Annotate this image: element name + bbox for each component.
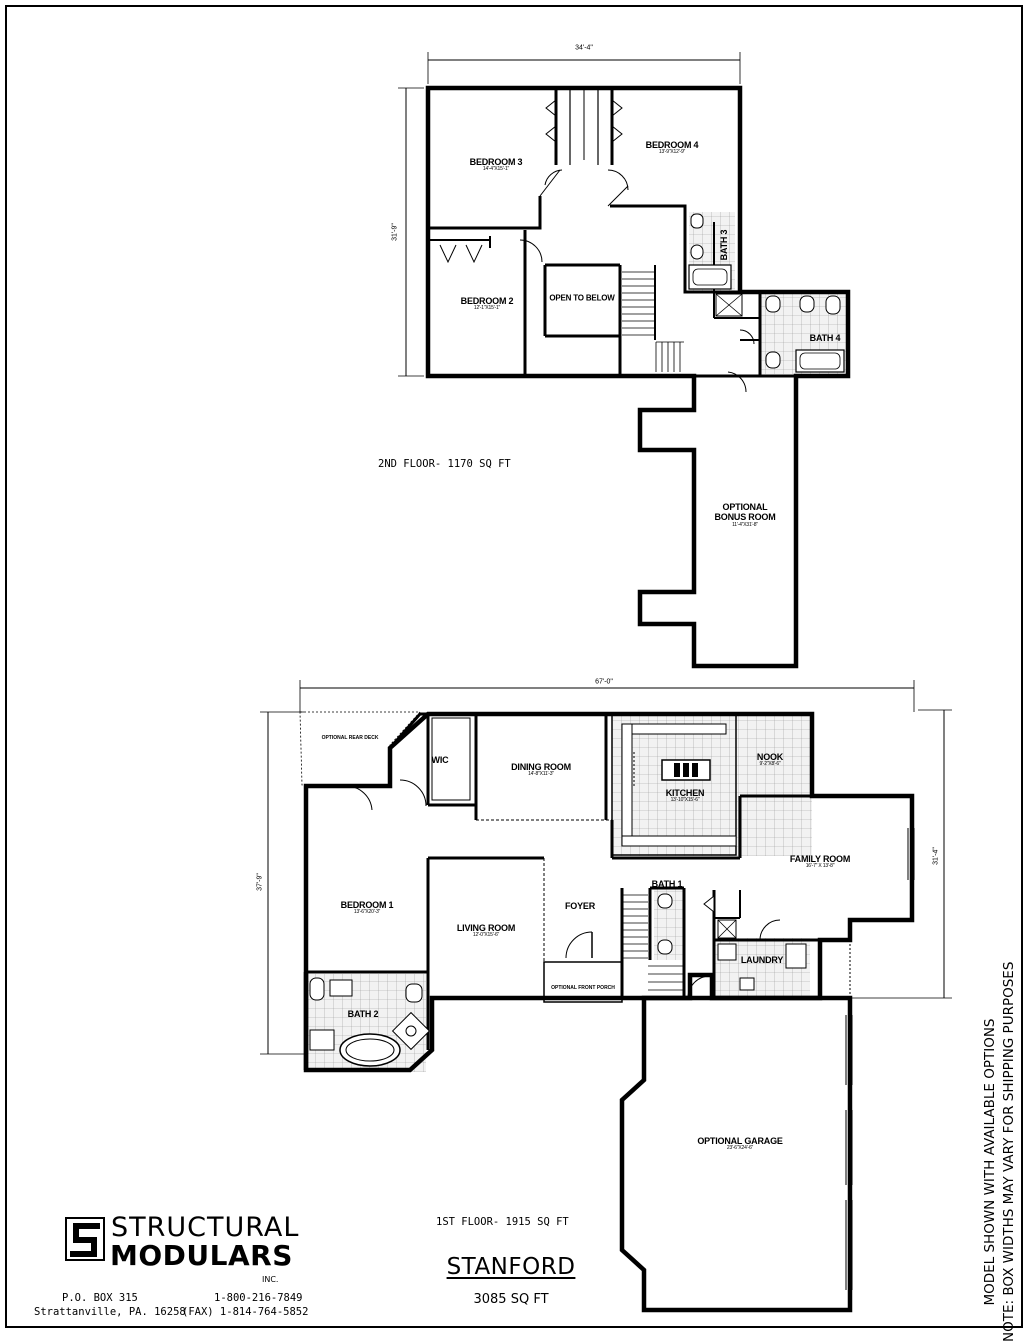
floor1-depth-left-dim: 37'-9" (256, 873, 264, 891)
note-line-1: MODEL SHOWN WITH AVAILABLE OPTIONS (982, 1018, 998, 1306)
shipping-note: MODEL SHOWN WITH AVAILABLE OPTIONS NOTE:… (981, 961, 1019, 1342)
room-optional-front-porch: OPTIONAL FRONT PORCH (551, 985, 615, 991)
company-address-2: Strattanville, PA. 16258 (34, 1306, 186, 1318)
model-name: STANFORD (446, 1254, 576, 1280)
company-address-1: P.O. BOX 315 (62, 1292, 138, 1304)
floor2-depth-dim: 31'-9" (391, 223, 399, 241)
company-name-line-1: STRUCTURAL (111, 1212, 300, 1243)
room-bath-4: BATH 4 (809, 332, 841, 343)
room-bath-1: BATH 1 (651, 878, 683, 889)
room-laundry: LAUNDRY (740, 954, 784, 965)
room-bath-3: BATH 3 (718, 229, 729, 261)
floor2-area-label: 2ND FLOOR- 1170 SQ FT (378, 458, 511, 470)
second-floor-plan (398, 52, 851, 669)
note-line-2: NOTE: BOX WIDTHS MAY VARY FOR SHIPPING P… (1001, 961, 1017, 1342)
room-optional-rear-deck: OPTIONAL REAR DECK (321, 735, 379, 741)
floor1-depth-right-dim: 31'-4" (932, 847, 940, 865)
company-logo-mark (65, 1217, 105, 1261)
company-fax: (FAX) 1-814-764-5852 (182, 1306, 309, 1318)
first-floor-plan (260, 680, 952, 1313)
company-name-line-2: MODULARS (110, 1239, 293, 1272)
room-foyer: FOYER (564, 900, 596, 911)
floor2-width-dim: 34'-4" (575, 44, 593, 52)
model-total-sqft: 3085 SQ FT (473, 1292, 549, 1307)
sheet-border (5, 5, 1023, 1328)
room-open-to-below: OPEN TO BELOW (549, 293, 615, 303)
company-phone: 1-800-216-7849 (214, 1292, 303, 1304)
room-wic: WIC (431, 754, 449, 765)
room-bath-2: BATH 2 (347, 1008, 379, 1019)
floor1-area-label: 1ST FLOOR- 1915 SQ FT (436, 1216, 569, 1228)
floor1-width-dim: 67'-0" (595, 678, 613, 686)
company-name-suffix: INC. (262, 1275, 279, 1284)
